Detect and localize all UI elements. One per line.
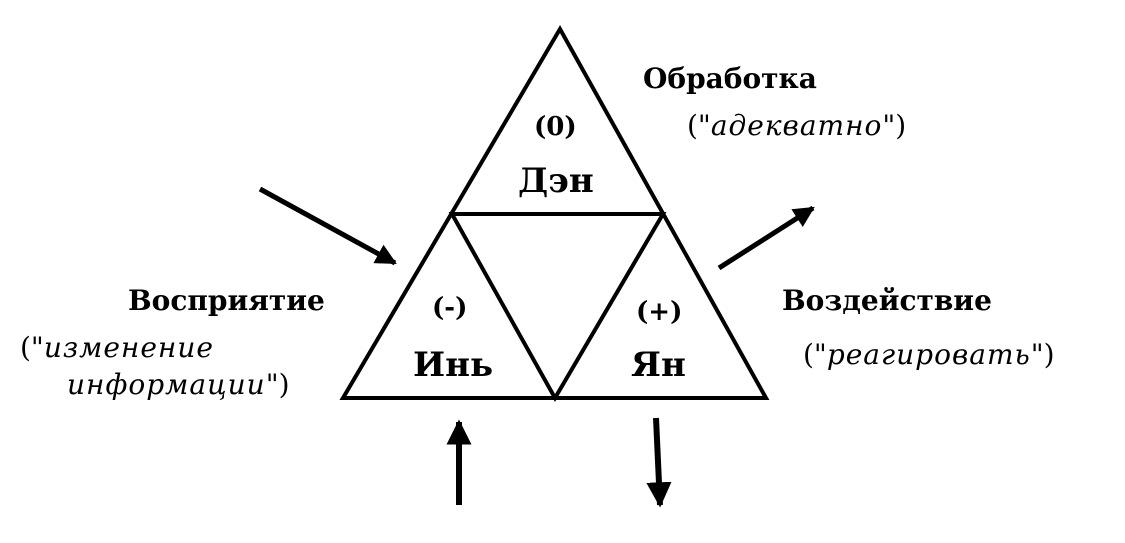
perception-note-text-2: информации [67, 368, 266, 401]
perception-open-quote: (" [20, 331, 44, 364]
action-title: Воздействие [782, 284, 992, 317]
perception-note-text-1: изменение [43, 331, 214, 364]
perception-note-line2: информации") [67, 371, 290, 399]
processing-open-quote: (" [687, 109, 711, 142]
perception-title: Восприятие [128, 284, 325, 317]
den-label: Дэн [518, 161, 594, 201]
processing-note: ("адекватно") [687, 112, 906, 140]
den-sign: (0) [534, 112, 577, 142]
arrow-down-right-icon [258, 186, 397, 266]
yin-sign: (-) [432, 293, 468, 323]
perception-close-quote: ") [265, 368, 290, 401]
inner-triangle [448, 212, 667, 403]
processing-close-quote: ") [882, 109, 907, 142]
yin-label: Инь [413, 345, 494, 385]
arrow-up-right-icon [717, 205, 815, 271]
perception-note-line1: ("изменение [20, 334, 214, 362]
action-open-quote: (" [803, 338, 827, 371]
yang-label: Ян [631, 345, 686, 385]
processing-note-text: адекватно [710, 109, 883, 142]
action-close-quote: ") [1030, 338, 1055, 371]
action-note: ("реагировать") [803, 341, 1055, 369]
processing-title: Обработка [643, 62, 817, 95]
yang-sign: (+) [636, 297, 683, 327]
arrow-down-icon [646, 417, 672, 508]
action-note-text: реагировать [826, 338, 1031, 371]
